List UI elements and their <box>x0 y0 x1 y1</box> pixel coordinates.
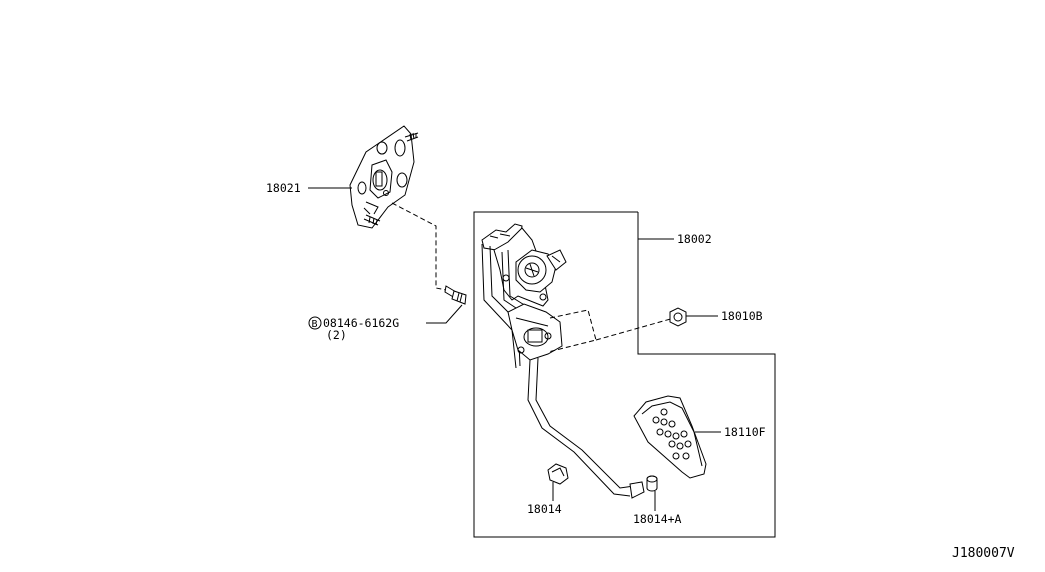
callout-pedal-assembly: 18002 <box>677 232 712 246</box>
diagram-code: J180007V <box>952 546 1015 561</box>
callout-clip-a: 18014+A <box>633 512 682 526</box>
clip-a <box>646 475 658 492</box>
bolt <box>444 285 467 305</box>
bracket-stud-upper <box>404 132 419 142</box>
bolt-b-symbol: B <box>308 316 322 330</box>
callout-bolt-quantity: (2) <box>326 328 347 342</box>
pedal-assembly <box>481 223 645 499</box>
bracket-stud-lower <box>363 214 381 226</box>
callout-bracket: 18021 <box>266 181 301 195</box>
callout-pedal-pad: 18110F <box>724 425 766 439</box>
clip <box>547 463 569 485</box>
svg-text:B: B <box>312 319 318 330</box>
assembly-boundary <box>473 211 776 538</box>
dashed-assembly-to-nut <box>547 309 597 353</box>
dashed-bracket-to-bolt <box>391 202 447 291</box>
callout-clip: 18014 <box>527 502 562 516</box>
callout-nut: 18010B <box>721 309 763 323</box>
leader-bolt <box>426 304 463 324</box>
callout-bolt: 08146-6162G <box>323 316 399 330</box>
dashed-nut-guide <box>595 317 675 341</box>
pedal-pad <box>633 395 707 479</box>
bracket-plate <box>349 125 415 229</box>
nut <box>669 307 687 327</box>
